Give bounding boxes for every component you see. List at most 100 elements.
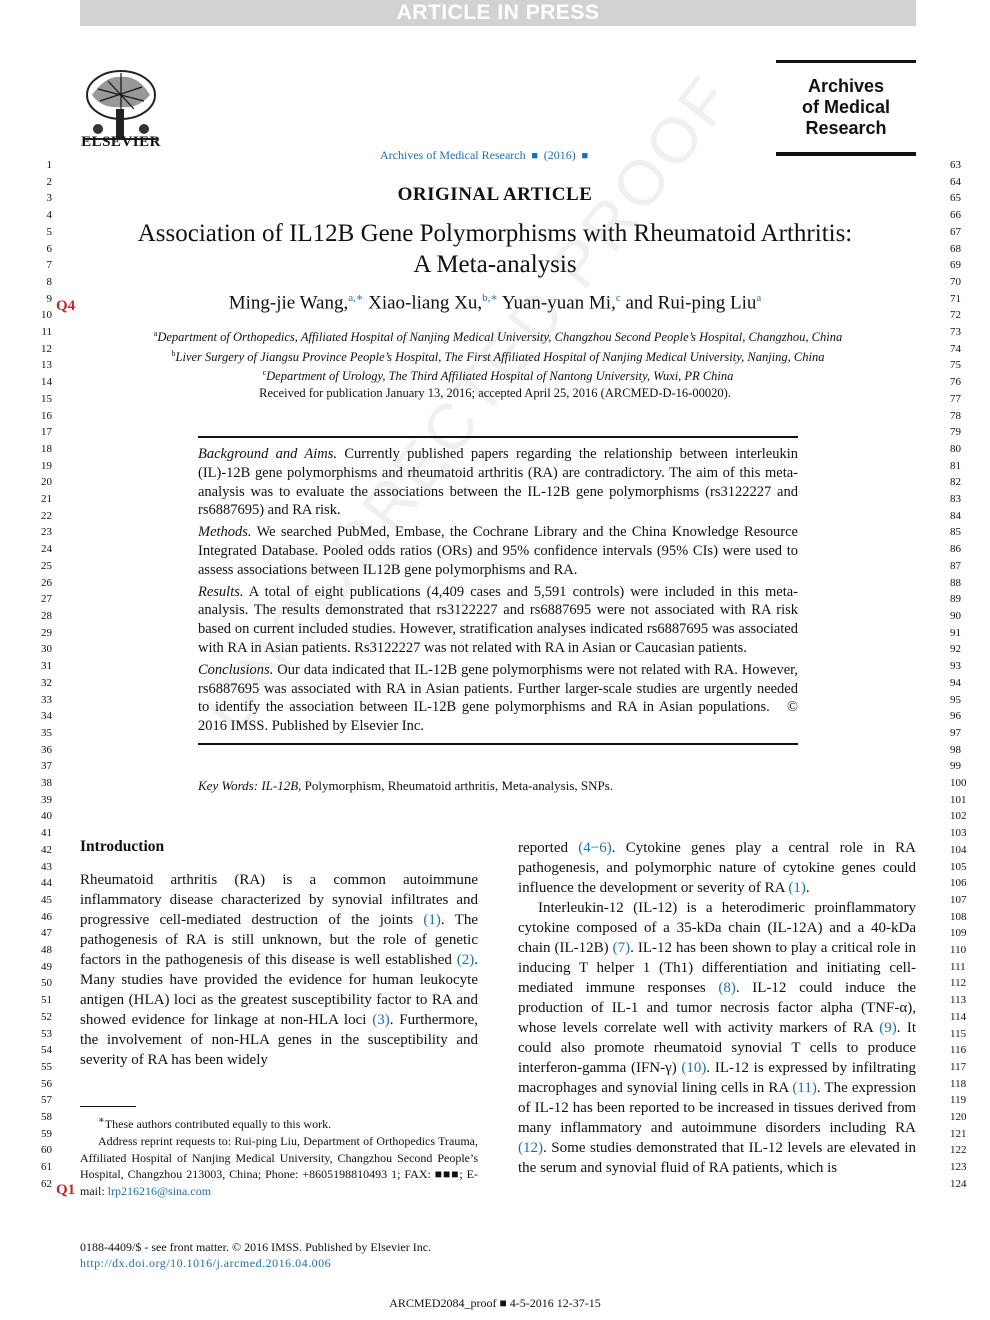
author-affil-mark[interactable]: b,∗ [482, 292, 498, 304]
journal-year: (2016) [543, 148, 576, 162]
footnote-mark: ∗ [98, 1115, 105, 1126]
line-number: 71 [950, 292, 961, 305]
query-mark-q1[interactable]: Q1 [56, 1182, 76, 1198]
author-list: Ming-jie Wang,a,∗ Xiao-liang Xu,b,∗ Yuan… [0, 291, 990, 314]
line-number: 107 [950, 893, 967, 906]
email-link[interactable]: lrp216216@sina.com [107, 1184, 212, 1199]
line-number: 92 [950, 643, 961, 656]
line-number: 120 [950, 1111, 967, 1124]
line-number: 17 [41, 426, 52, 439]
line-number: 40 [41, 810, 52, 823]
line-number: 115 [950, 1027, 967, 1040]
line-number: 105 [950, 860, 967, 873]
body-text: . IL-12 could induce the production of I… [518, 980, 916, 1036]
line-number: 97 [950, 726, 961, 739]
intro-paragraph-1: Rheumatoid arthritis (RA) is a common au… [80, 870, 478, 1070]
intro-paragraph-continued: reported (4−6). Cytokine genes play a ce… [518, 838, 916, 898]
line-number: 19 [41, 459, 52, 472]
line-number: 121 [950, 1127, 967, 1140]
author-affil-mark[interactable]: c [615, 292, 621, 304]
query-mark-q4[interactable]: Q4 [56, 298, 76, 314]
abstract-background: Background and Aims. Currently published… [198, 445, 798, 520]
journal-logo-box: Archives of Medical Research [776, 60, 916, 156]
line-number: 103 [950, 827, 967, 840]
line-number: 119 [950, 1094, 967, 1107]
line-number: 68 [950, 242, 961, 255]
line-number: 112 [950, 977, 967, 990]
intro-paragraph-2: Interleukin-12 (IL-12) is a heterodimeri… [518, 898, 916, 1178]
body-text: . Cytokine genes play a central role in … [518, 840, 916, 896]
line-number: 114 [950, 1010, 967, 1023]
line-number: 5 [46, 225, 53, 238]
bottom-publication-info: 0188-4409/$ - see front matter. © 2016 I… [80, 1239, 431, 1271]
line-number: 89 [950, 593, 961, 606]
abstract-section-body: We searched PubMed, Embase, the Cochrane… [198, 524, 798, 578]
line-number: 13 [41, 359, 52, 372]
line-number: 49 [41, 960, 52, 973]
citation-link[interactable]: (1) [423, 912, 441, 928]
line-number: 14 [41, 376, 52, 389]
affil-key: c [262, 368, 267, 378]
line-number: 38 [41, 777, 52, 790]
line-number: 78 [950, 409, 961, 422]
body-text: . Some studies demonstrated that IL-12 l… [518, 1140, 916, 1176]
citation-link[interactable]: (11) [792, 1080, 817, 1096]
journal-rule-bottom [776, 152, 916, 156]
square-icon: ■ [528, 150, 541, 162]
footnote-rule [80, 1106, 136, 1107]
line-number: 34 [41, 710, 52, 723]
line-number: 101 [950, 793, 967, 806]
line-number: 69 [950, 259, 961, 272]
affil-text: Department of Urology, The Third Affilia… [266, 369, 734, 384]
citation-link[interactable]: (9) [879, 1020, 897, 1036]
doi-link[interactable]: http://dx.doi.org/10.1016/j.arcmed.2016.… [80, 1256, 332, 1270]
citation-link[interactable]: (4−6) [578, 840, 612, 856]
article-type: ORIGINAL ARTICLE [397, 184, 593, 205]
citation-link[interactable]: (3) [372, 1012, 390, 1028]
line-number: 47 [41, 927, 52, 940]
author-name: and Rui-ping Liu [625, 292, 757, 314]
line-number: 109 [950, 927, 967, 940]
line-number: 63 [950, 159, 961, 171]
line-number: 43 [41, 860, 52, 873]
citation-link[interactable]: (2) [456, 952, 475, 968]
citation-link[interactable]: (7) [612, 940, 631, 956]
abstract-section-head: Results. [198, 583, 244, 600]
line-number: 32 [41, 676, 52, 689]
line-number: 55 [41, 1060, 52, 1073]
line-number: 70 [950, 275, 961, 288]
line-number: 29 [41, 626, 52, 639]
citation-link[interactable]: (1) [788, 880, 806, 896]
affiliation: aDepartment of Orthopedics, Affiliated H… [80, 326, 916, 346]
footnotes: ∗These authors contributed equally to th… [80, 1113, 478, 1200]
line-number: 108 [950, 910, 967, 923]
author-affil-mark[interactable]: a,∗ [348, 292, 364, 304]
abstract-results: Results. A total of eight publications (… [198, 583, 798, 658]
citation-link[interactable]: (10) [681, 1060, 707, 1076]
line-number: 36 [41, 743, 52, 756]
abstract-section-body: Currently published papers regarding the… [198, 446, 798, 519]
citation-link[interactable]: (8) [718, 980, 736, 996]
author-affil-mark[interactable]: a [756, 292, 762, 304]
line-number: 102 [950, 810, 967, 823]
abstract-conclusions: Conclusions. Our data indicated that IL-… [198, 661, 798, 736]
line-number: 106 [950, 877, 967, 890]
line-number: 93 [950, 660, 961, 673]
line-number: 54 [41, 1044, 52, 1057]
body-text: . IL-12 has been shown to play a critica… [518, 940, 916, 996]
body-text: . It could also promote rheumatoid synov… [518, 1020, 916, 1076]
author-name: Xiao-liang Xu, [368, 292, 483, 314]
line-number: 26 [41, 576, 52, 589]
body-text: Rheumatoid arthritis (RA) is a common au… [80, 872, 478, 928]
citation-link[interactable]: (12) [518, 1140, 543, 1156]
line-number: 23 [41, 526, 52, 539]
line-number: 57 [41, 1094, 52, 1107]
affil-text: Department of Orthopedics, Affiliated Ho… [157, 330, 843, 345]
line-number: 9 [46, 292, 53, 305]
body-text: reported [518, 840, 579, 856]
line-number: 116 [950, 1044, 967, 1057]
publisher-name: ELSEVIER [81, 134, 161, 150]
line-number: 83 [950, 493, 961, 506]
line-number: 16 [41, 409, 52, 422]
